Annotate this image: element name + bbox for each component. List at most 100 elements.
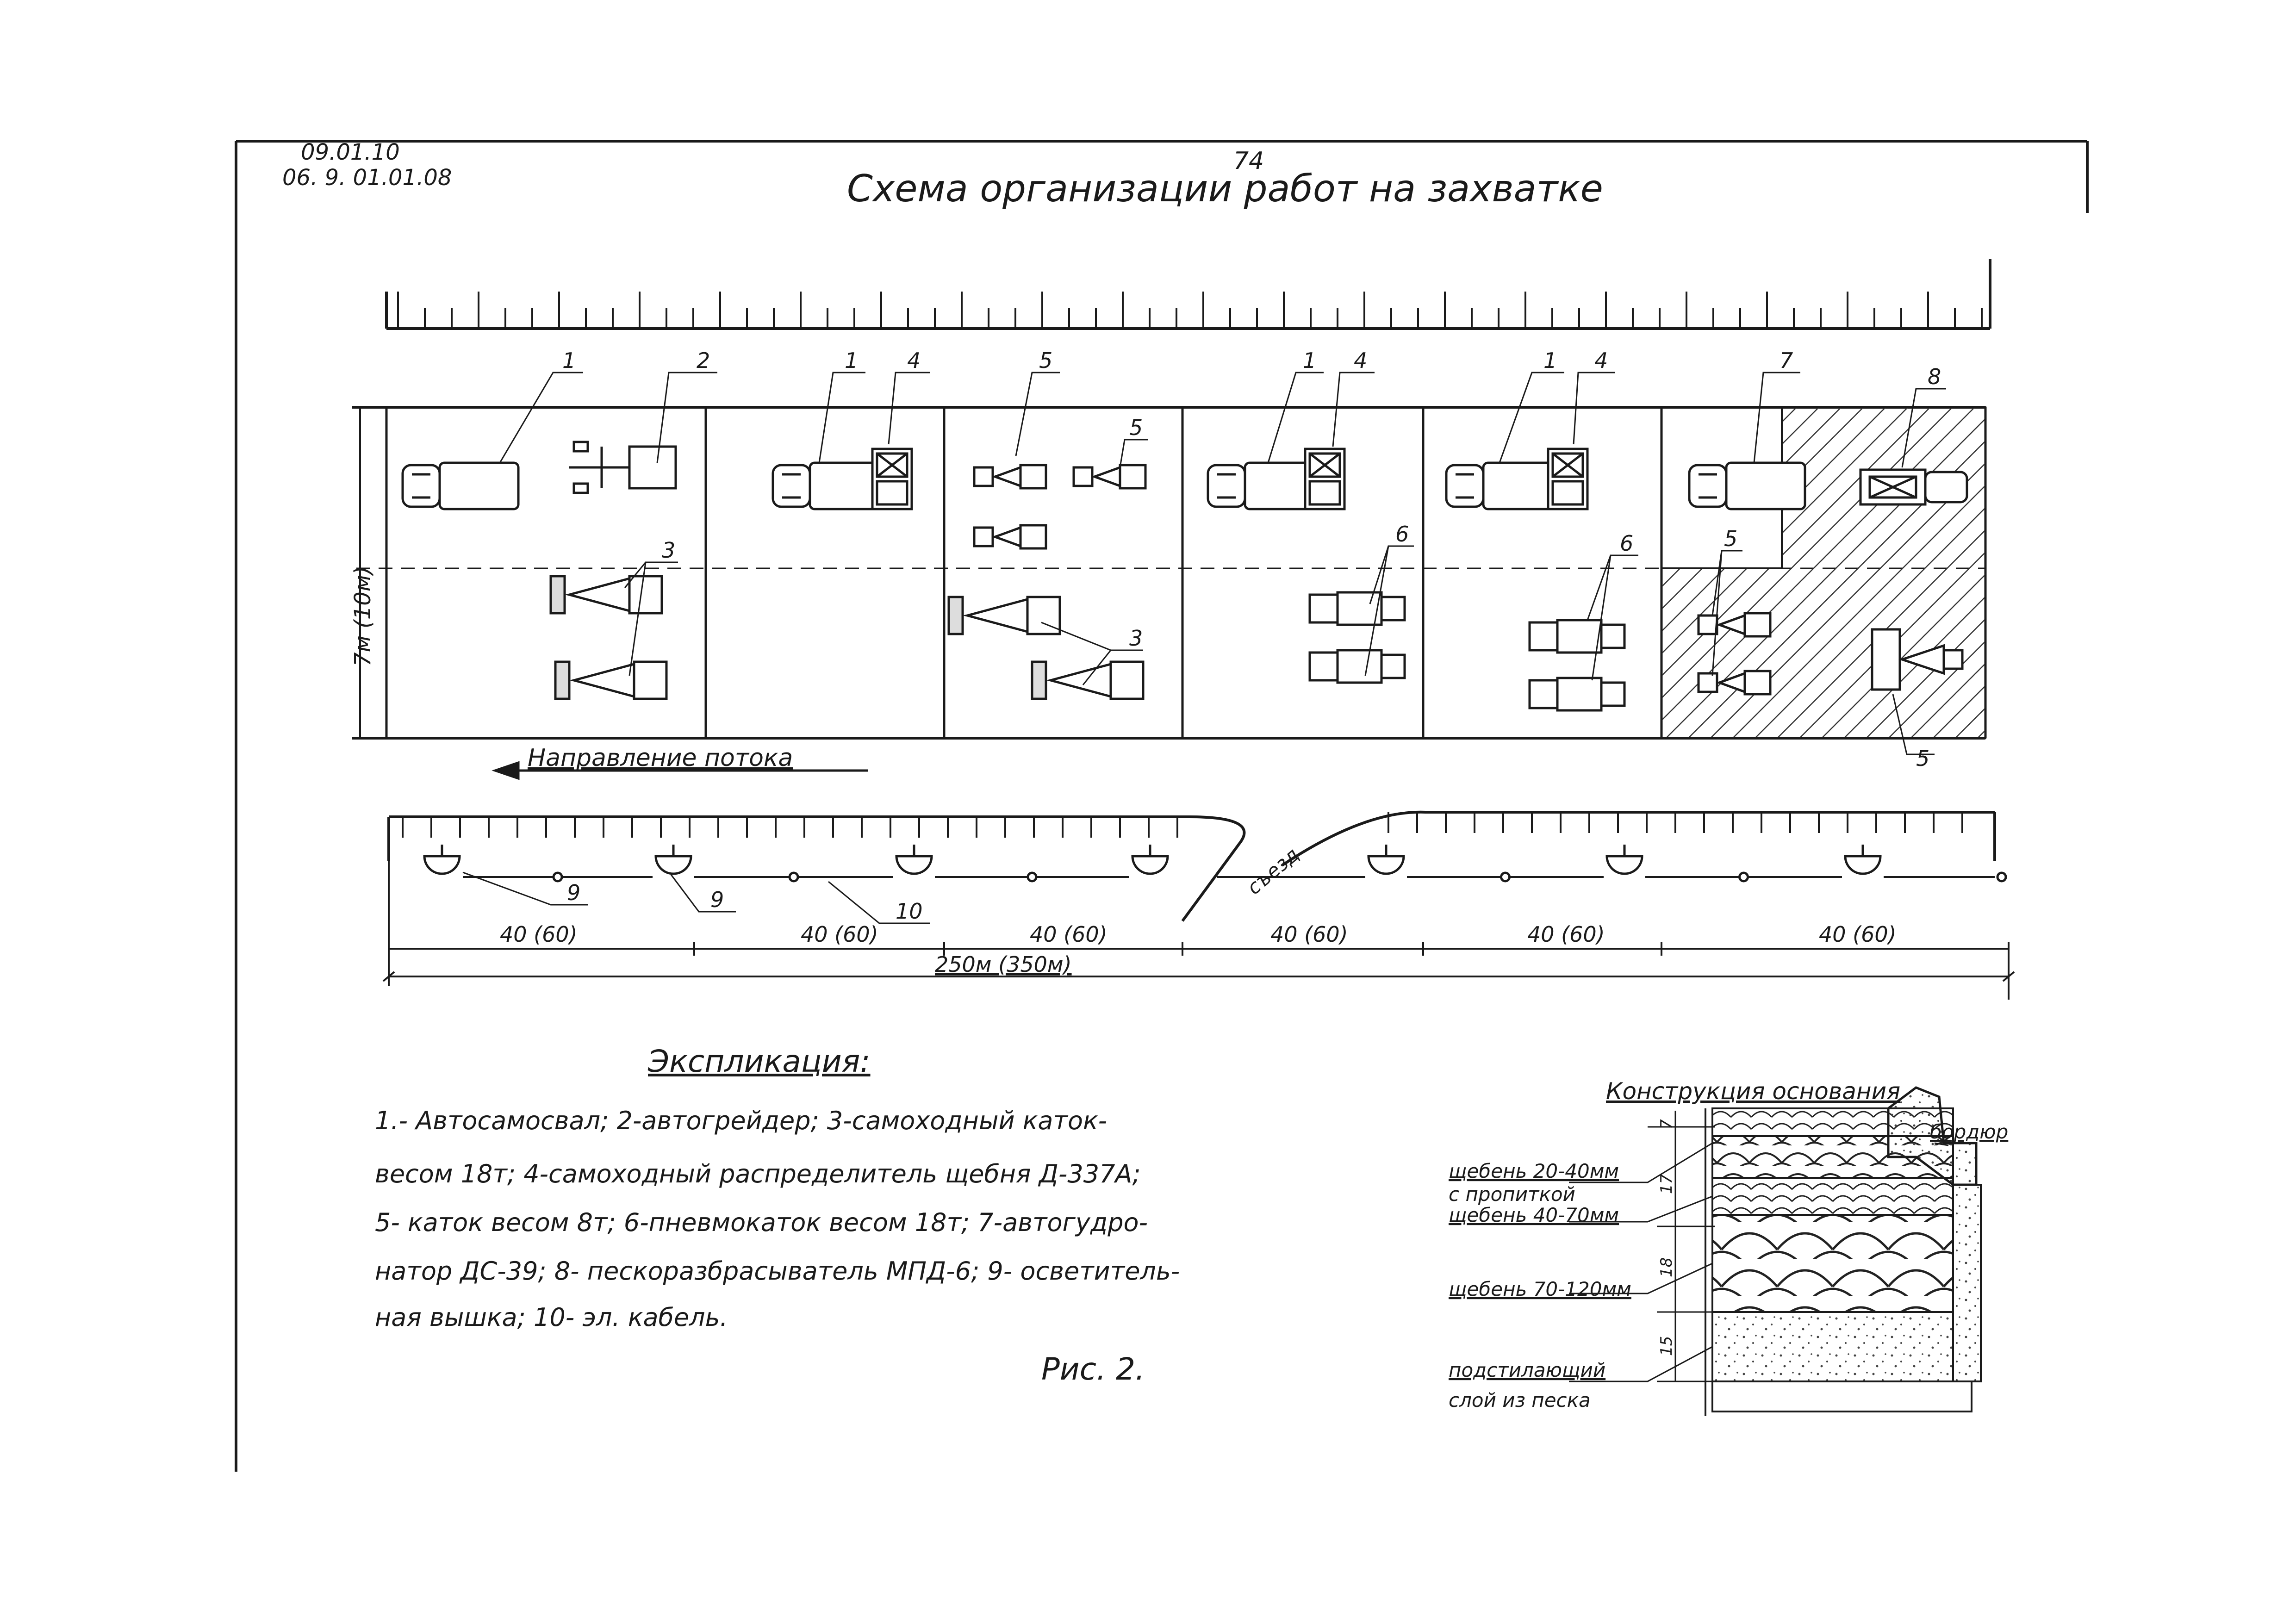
callout-2: 2	[697, 348, 710, 373]
grader-icon	[569, 441, 677, 494]
base-construction-section	[1569, 1086, 1982, 1416]
light-tower-icon	[1844, 855, 1882, 875]
callout-3b: 3	[1129, 626, 1143, 651]
total-length: 250м (350м)	[935, 952, 1072, 977]
legend-line-3: 5- каток весом 8т; 6-пневмокаток весом 1…	[375, 1208, 1148, 1237]
legend-line-1: 1.- Автосамосвал; 2-автогрейдер; 3-самох…	[375, 1106, 1108, 1135]
flow-direction-arrow	[492, 761, 868, 780]
dump-truck-icon	[772, 461, 890, 510]
chip-spreader-icon	[1304, 448, 1346, 510]
chip-spreader-icon	[1547, 448, 1589, 510]
doc-code-line1: 09.01.10	[301, 139, 400, 165]
callout-4b: 4	[1354, 348, 1367, 373]
pneumatic-roller-icon	[1308, 591, 1406, 626]
cable-node	[788, 871, 799, 883]
page-frame	[235, 140, 2089, 1472]
light-tower-icon	[1367, 855, 1405, 875]
cable-node	[1500, 871, 1511, 883]
callout-7: 7	[1780, 348, 1793, 373]
dump-truck-icon	[1445, 461, 1563, 510]
callout-labels: 1 2 3 1 4 5 5 3 1 4 6 1 4 6 7 8 5 5	[562, 348, 1941, 771]
callout-5a: 5	[1039, 348, 1052, 373]
callout-10: 10	[896, 899, 923, 924]
cable-node	[1996, 871, 2007, 883]
cable-node	[1738, 871, 1749, 883]
callout-6b: 6	[1620, 531, 1633, 556]
segment-length-2: 40 (60)	[801, 922, 878, 947]
segment-length-6: 40 (60)	[1819, 922, 1897, 947]
light-roller-icon	[1072, 464, 1147, 490]
segment-length-4: 40 (60)	[1270, 922, 1348, 947]
width-label: 7м (10м)	[350, 566, 376, 666]
thickness-3: 18	[1657, 1257, 1676, 1277]
callout-1a: 1	[562, 348, 576, 373]
callout-4a: 4	[907, 348, 921, 373]
pneumatic-roller-icon	[1308, 649, 1406, 684]
callout-4c: 4	[1594, 348, 1608, 373]
curb-label: бордюр	[1930, 1120, 2008, 1143]
layer-label-6: слой из песка	[1449, 1389, 1591, 1412]
roller-icon	[554, 660, 668, 700]
callouts	[499, 372, 1946, 755]
callout-3a: 3	[662, 538, 675, 563]
light-roller-icon	[1697, 670, 1772, 696]
light-roller-icon	[1871, 628, 1964, 691]
light-tower-icon	[895, 855, 933, 875]
cable-node	[1027, 871, 1038, 883]
roller-icon	[947, 596, 1061, 635]
callout-5d: 5	[1916, 746, 1929, 771]
chip-spreader-icon	[871, 448, 913, 510]
doc-code-line2: 06. 9. 01.01.08	[282, 165, 452, 191]
sand-spreader-icon	[1859, 468, 1968, 506]
bottom-curb-ticks	[402, 812, 1963, 838]
segment-length-labels: 40 (60) 40 (60) 40 (60) 40 (60) 40 (60) …	[500, 922, 1897, 977]
callout-8: 8	[1928, 364, 1941, 389]
pneumatic-roller-icon	[1528, 677, 1626, 712]
top-curb-ticks	[397, 292, 1983, 329]
legend-line-5: ная вышка; 10- эл. кабель.	[375, 1303, 728, 1332]
callout-1b: 1	[845, 348, 858, 373]
thickness-2: 17	[1657, 1174, 1676, 1194]
page-number: 74	[1233, 147, 1264, 175]
bottom-curb-strip	[387, 810, 1996, 922]
exit-label: съезд	[1243, 843, 1303, 899]
layer-label-4: щебень 70-120мм	[1449, 1278, 1631, 1300]
callout-5b: 5	[1129, 415, 1143, 440]
roller-icon	[549, 575, 663, 615]
legend-line-4: натор ДС-39; 8- пескоразбрасыватель МПД-…	[375, 1256, 1180, 1286]
layer-label-3: щебень 40-70мм	[1449, 1204, 1619, 1226]
light-tower-icon	[1131, 855, 1169, 875]
segment-length-5: 40 (60)	[1527, 922, 1605, 947]
top-curb-strip	[385, 259, 1991, 330]
page-title: Схема организации работ на захватке	[847, 167, 1603, 210]
segment-length-3: 40 (60)	[1030, 922, 1108, 947]
callouts-bottom	[462, 871, 930, 924]
construction-title: Конструкция основания	[1606, 1078, 1900, 1105]
legend-title: Экспликация:	[648, 1044, 871, 1079]
dump-truck-icon	[401, 461, 520, 510]
callout-1c: 1	[1303, 348, 1316, 373]
pneumatic-roller-icon	[1528, 619, 1626, 654]
asphalt-distributor-icon	[1688, 461, 1806, 510]
layer-label-2: с пропиткой	[1449, 1183, 1575, 1206]
callout-1d: 1	[1543, 348, 1557, 373]
segment-dimensions	[382, 861, 2015, 1000]
legend-line-2: весом 18т; 4-самоходный распределитель щ…	[375, 1159, 1141, 1188]
flow-direction-label: Направление потока	[528, 744, 793, 772]
light-roller-icon	[973, 524, 1047, 550]
callout-9a: 9	[567, 880, 580, 905]
layer-label-5: подстилающий	[1449, 1359, 1605, 1381]
cable-node	[552, 871, 563, 883]
callout-9b: 9	[710, 887, 724, 912]
figure-caption: Рис. 2.	[1041, 1351, 1145, 1387]
light-tower-icon	[654, 855, 692, 875]
light-tower-icon	[1605, 855, 1643, 875]
light-roller-icon	[1697, 612, 1772, 638]
callout-6a: 6	[1395, 522, 1409, 547]
callout-5c: 5	[1724, 526, 1737, 551]
thickness-4: 15	[1657, 1336, 1676, 1356]
light-roller-icon	[973, 464, 1047, 490]
roller-icon	[1031, 660, 1145, 700]
light-towers	[423, 845, 2007, 883]
